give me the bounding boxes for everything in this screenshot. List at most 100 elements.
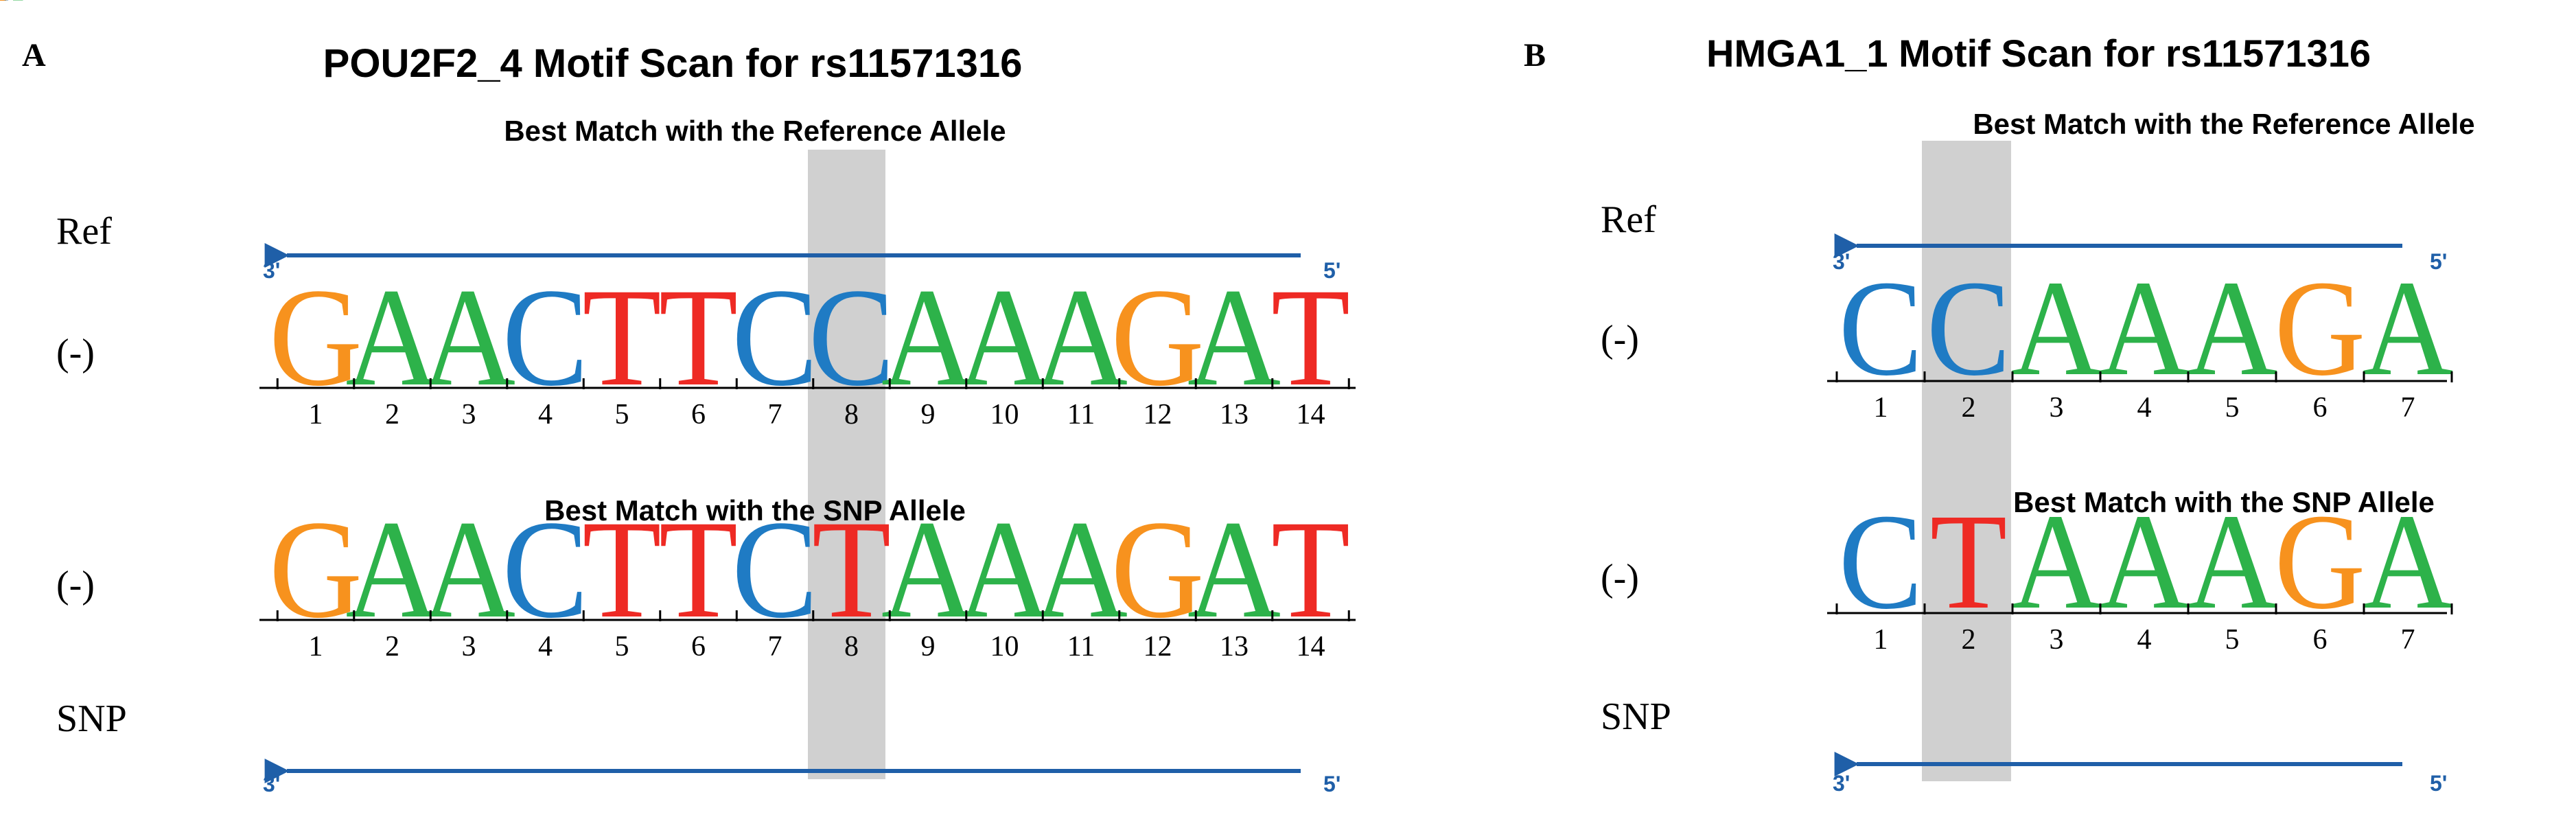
logo-letter: A <box>0 0 25 15</box>
panel-title: HMGA1_1 Motif Scan for rs11571316 <box>1706 32 2371 75</box>
position-number: 3 <box>462 631 476 662</box>
logo-letter: T <box>0 0 21 15</box>
logo-letter: G <box>0 0 27 15</box>
logo-letter: G <box>0 0 27 15</box>
snp-position-highlight <box>1922 141 2011 781</box>
nucleotide-letter: A <box>958 491 1051 647</box>
nucleotide-letter: C <box>809 259 895 415</box>
panel-title: POU2F2_4 Motif Scan for rs11571316 <box>323 41 1023 86</box>
logo-letter: T <box>0 0 21 15</box>
position-number: 6 <box>2313 624 2328 656</box>
logo-letter: A <box>0 0 25 15</box>
logo-letter: T <box>0 0 21 15</box>
position-number: 11 <box>1067 399 1095 430</box>
logo-letter: G <box>0 0 27 15</box>
position-number: 10 <box>990 631 1019 662</box>
logo-letter: A <box>0 0 25 15</box>
position-number: 6 <box>691 399 706 430</box>
nucleotide-letter: T <box>582 491 661 647</box>
position-number: 7 <box>768 399 782 430</box>
nucleotide-letter: A <box>422 491 515 647</box>
logo-letter: A <box>0 0 25 15</box>
logo-letter: C <box>0 0 25 15</box>
nucleotide-letter: A <box>1034 259 1128 415</box>
logo-letter: C <box>0 0 25 15</box>
logo-letter: G <box>0 0 27 15</box>
logo-letter: A <box>0 0 25 15</box>
ref-match-header: Best Match with the Reference Allele <box>1973 108 2474 140</box>
nucleotide-letter: A <box>2187 252 2278 404</box>
position-number: 1 <box>1874 624 1888 656</box>
logo-letter: C <box>0 0 25 15</box>
position-number: 3 <box>462 399 476 430</box>
logo-letter: C <box>0 0 25 15</box>
position-number: 11 <box>1067 631 1095 662</box>
nucleotide-letter: A <box>1187 491 1281 647</box>
logo-letter: G <box>0 0 27 15</box>
logo-letter: G <box>0 0 27 15</box>
logo-letter: T <box>0 0 21 15</box>
logo-letter: A <box>0 0 25 15</box>
panel-label: A <box>22 37 46 73</box>
row-label-ref: Ref <box>56 210 112 253</box>
logo-letter: T <box>0 0 21 15</box>
logo-letter: G <box>0 0 27 15</box>
ref-arrow-3prime-label: 3' <box>1833 249 1850 274</box>
logo-letter: A <box>0 0 25 15</box>
ref-logo: TGAGTAGTATGCGTTATCACATGGTTGAAGT <box>0 0 27 15</box>
ref-arrow-5prime-label: 5' <box>1323 258 1341 283</box>
logo-letter: G <box>0 0 27 15</box>
row-label-minus-ref: (-) <box>1601 318 1639 360</box>
panel-b: B HMGA1_1 Motif Scan for rs11571316 Best… <box>0 0 2475 796</box>
logo-letter: G <box>0 0 27 15</box>
position-number: 7 <box>2401 624 2415 656</box>
nucleotide-letter: C <box>1927 252 2011 404</box>
position-number: 2 <box>385 631 399 662</box>
logo-letter: T <box>0 0 21 15</box>
logo-letter: G <box>0 0 27 15</box>
nucleotide-letter: A <box>1187 259 1281 415</box>
snp-position-highlight <box>808 150 885 779</box>
logo-letter: T <box>0 0 21 15</box>
position-number: 6 <box>2313 392 2328 424</box>
position-number: 8 <box>844 399 859 430</box>
nucleotide-letter: G <box>2275 485 2366 638</box>
logo-letter: T <box>0 0 21 15</box>
nucleotide-letter: G <box>269 259 362 415</box>
snp-arrow-5prime-label: 5' <box>2430 771 2447 796</box>
logo-letter: A <box>0 0 25 15</box>
logo-letter: T <box>0 0 21 15</box>
logo-letter: A <box>0 0 25 15</box>
position-number: 5 <box>2225 624 2240 656</box>
position-number: 9 <box>921 631 936 662</box>
logo-letter: G <box>0 0 27 15</box>
logo-letter: A <box>0 0 25 15</box>
nucleotide-letter: A <box>881 259 975 415</box>
logo-letter: A <box>0 0 25 15</box>
panel-a: A POU2F2_4 Motif Scan for rs11571316 Bes… <box>0 0 1356 796</box>
position-number: 7 <box>2401 392 2415 424</box>
position-number: 10 <box>990 399 1019 430</box>
logo-letter: T <box>0 0 21 15</box>
position-number: 5 <box>2225 392 2240 424</box>
logo-letter: G <box>0 0 27 15</box>
logo-letter: A <box>0 0 25 15</box>
logo-letter: A <box>0 0 25 15</box>
position-number: 14 <box>1297 399 1325 430</box>
logo-letter: G <box>0 0 27 15</box>
position-number: 5 <box>615 631 629 662</box>
position-number: 9 <box>921 399 936 430</box>
position-number: 1 <box>309 631 323 662</box>
row-label-snp: SNP <box>56 698 127 740</box>
logo-letter: G <box>0 0 27 15</box>
position-number: 4 <box>2137 624 2152 656</box>
nucleotide-letter: T <box>582 259 661 415</box>
logo-letter: C <box>0 0 25 15</box>
logo-letter: A <box>0 0 25 15</box>
logo-letter: T <box>0 0 21 15</box>
position-number: 14 <box>1297 631 1325 662</box>
snp-arrow-3prime-label: 3' <box>1833 771 1850 796</box>
logo-letter: A <box>0 0 25 15</box>
